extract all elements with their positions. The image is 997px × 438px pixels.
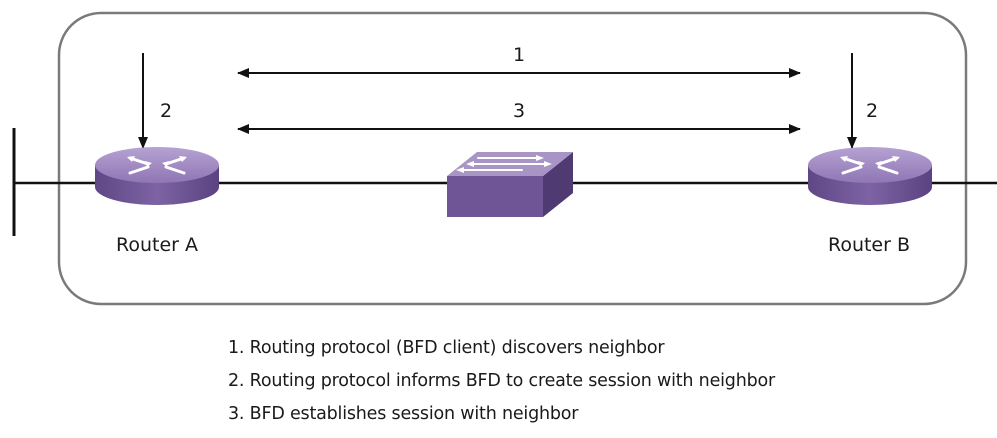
legend-item: 2. Routing protocol informs BFD to creat… [228, 371, 776, 391]
arrow-1-label: 1 [513, 44, 525, 66]
router-b-label: Router B [828, 234, 910, 256]
session-boundary [57, 11, 968, 306]
router-b-arrow-label: 2 [866, 100, 878, 122]
router-a-icon [95, 147, 219, 205]
legend-item: 3. BFD establishes session with neighbor [228, 404, 579, 424]
router-a-label: Router A [116, 234, 198, 256]
switch-icon [447, 152, 573, 217]
arrow-3-label: 3 [513, 100, 525, 122]
router-a-arrow-label: 2 [160, 100, 172, 122]
legend-item: 1. Routing protocol (BFD client) discove… [228, 338, 665, 358]
bfd-diagram: 1 3 2 2 [12, 11, 997, 306]
legend-list: 1. Routing protocol (BFD client) discove… [228, 338, 775, 437]
router-b-icon [808, 147, 932, 205]
